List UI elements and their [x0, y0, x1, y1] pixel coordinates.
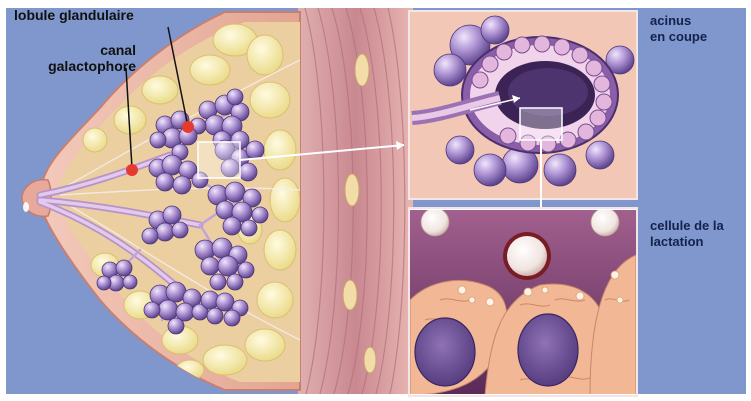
acinus-inset	[408, 10, 638, 200]
label-lobule-glandulaire: lobule glandulaire	[14, 7, 184, 23]
chest-wall	[298, 8, 413, 394]
acinus-selection-box	[520, 108, 562, 140]
label-cellule-de-la-lactation: cellule de la lactation	[650, 218, 750, 250]
label-canal-galactophore: canal galactophore	[16, 42, 136, 74]
lobule-selection-box	[198, 142, 240, 178]
canal-marker	[126, 164, 138, 176]
lactation-cell-inset	[408, 207, 638, 397]
lobule-marker	[182, 121, 194, 133]
label-acinus-en-coupe: acinus en coupe	[650, 13, 746, 45]
